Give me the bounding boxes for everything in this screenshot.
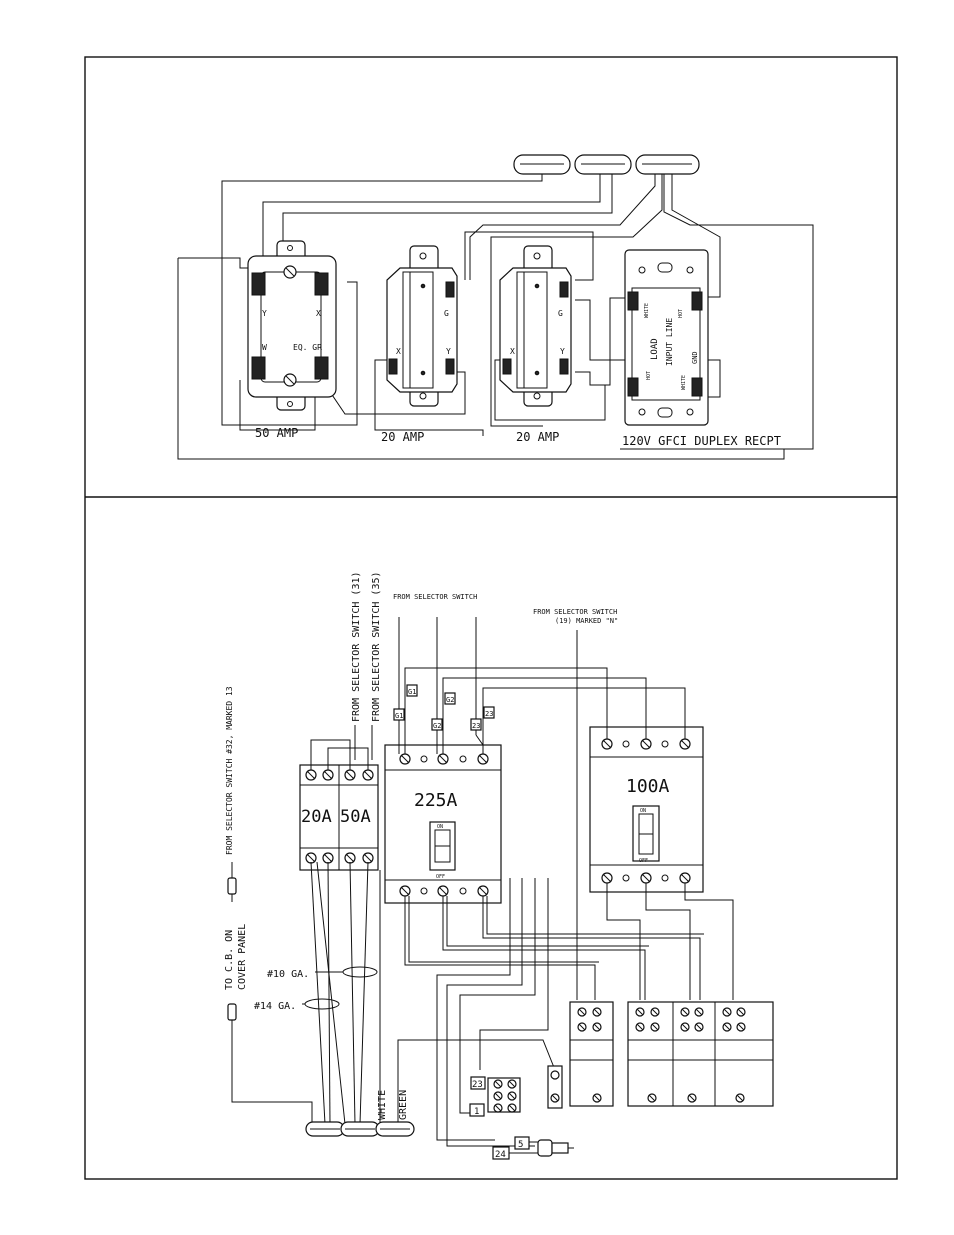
- terminal-block-1: [569, 1001, 614, 1107]
- label-gfci-white-top: WHITE: [644, 303, 650, 318]
- tag-24: 24: [495, 1150, 506, 1160]
- label-gfci-hot-bottom: HOT: [646, 371, 652, 380]
- plug-connector: [509, 1139, 574, 1157]
- label-gfci-load: LOAD: [650, 338, 660, 360]
- label-gfci-input-line: INPUT LINE: [665, 318, 674, 366]
- grommet-3: [635, 154, 700, 175]
- tag-1: 1: [474, 1107, 479, 1117]
- terminal-y: [251, 272, 266, 296]
- tag-23-a: 23: [472, 722, 480, 730]
- breaker-50a-label: 50A: [340, 807, 371, 827]
- label-from-selector-31: FROM SELECTOR SWITCH (31): [351, 571, 362, 722]
- tag-g2-a: G2: [433, 722, 441, 730]
- label-from-selector-19-line2: (19) MARKED "N": [555, 617, 618, 625]
- label-10-ga: #10 GA.: [267, 969, 309, 980]
- breaker-20a-50a: 20A 50A: [299, 725, 379, 871]
- breaker-100a-label: 100A: [626, 776, 670, 797]
- grommet-1: [513, 154, 571, 175]
- label-terminal-x: X: [316, 309, 321, 318]
- label-gfci-duplex: 120V GFCI DUPLEX RECPT: [622, 434, 781, 448]
- tag-23-c: 23: [472, 1080, 483, 1090]
- breaker-225a-label: 225A: [414, 790, 458, 811]
- terminal-eq-gr: [314, 356, 329, 380]
- top-wiring: [177, 174, 814, 460]
- receptacle-20-amp-a: G X Y: [386, 245, 458, 407]
- breaker-20a-label: 20A: [301, 807, 332, 827]
- bottom-wiring: [302, 617, 734, 1147]
- label-green: GREEN: [398, 1090, 409, 1120]
- ground-lug: [547, 1065, 563, 1109]
- label-20-amp-b: 20 AMP: [516, 430, 559, 444]
- terminal-x: [314, 272, 329, 296]
- label-terminal-g-b: G: [558, 309, 563, 318]
- tag-5: 5: [518, 1140, 523, 1150]
- label-gfci-hot-top: HOT: [678, 309, 684, 318]
- breaker-225a: 225A ON OFF: [384, 744, 502, 904]
- tag-g1-b: G1: [408, 688, 416, 696]
- terminal-block-2: [627, 1001, 774, 1107]
- label-to-cb-line2: COVER PANEL: [237, 924, 248, 990]
- grommet-bottom-1: [305, 1121, 345, 1137]
- label-50-amp: 50 AMP: [255, 426, 298, 440]
- label-from-selector-35: FROM SELECTOR SWITCH (35): [371, 571, 382, 722]
- receptacle-20-amp-b: G X Y: [499, 245, 572, 407]
- label-terminal-y-a: Y: [446, 347, 451, 356]
- label-14-ga: #14 GA.: [254, 1001, 296, 1012]
- label-terminal-g-a: G: [444, 309, 449, 318]
- label-terminal-y: Y: [262, 309, 267, 318]
- label-gfci-white-bottom: WHITE: [681, 375, 687, 390]
- tag-g1-a: G1: [395, 712, 403, 720]
- label-terminal-eq-gr: EQ. GR: [293, 343, 322, 352]
- grommet-bottom-2: [340, 1121, 380, 1137]
- tag-23-b: 23: [485, 710, 493, 718]
- breaker-225a-on: ON: [437, 824, 443, 830]
- label-white: WHITE: [377, 1090, 388, 1120]
- wire-bundle-10-ga: [342, 966, 378, 978]
- label-terminal-x-b: X: [510, 347, 515, 356]
- breaker-100a-on: ON: [640, 808, 646, 814]
- page-frame: [84, 56, 898, 1180]
- grommet-bottom-3: [375, 1121, 415, 1137]
- label-terminal-w: W: [262, 343, 267, 352]
- breaker-100a: 100A ON OFF: [589, 726, 704, 893]
- label-terminal-y-b: Y: [560, 347, 565, 356]
- breaker-100a-off: OFF: [639, 858, 648, 864]
- connector-selector-32: [227, 862, 237, 902]
- small-terminal-block: [487, 1077, 521, 1113]
- wire-bundle-14-ga: [304, 998, 340, 1010]
- label-gfci-gnd: GND: [691, 351, 699, 364]
- wire-tags: G1 G1 G2 G2 23 23 23 1 5 24: [393, 684, 530, 1160]
- receptacle-50-amp: Y X W EQ. GR: [247, 240, 337, 411]
- bottom-diagram: FROM SELECTOR SWITCH #32, MARKED 13 FROM…: [224, 571, 774, 1160]
- label-from-selector-32: FROM SELECTOR SWITCH #32, MARKED 13: [225, 686, 234, 855]
- label-to-cb-line1: TO C.B. ON: [224, 930, 235, 990]
- connector-cover-panel: [227, 1003, 313, 1124]
- top-diagram: Y X W EQ. GR G X Y: [177, 154, 814, 460]
- breaker-225a-off: OFF: [436, 874, 445, 880]
- receptacle-gfci: WHITE HOT LOAD INPUT LINE GND HOT WHITE: [624, 249, 709, 426]
- label-20-amp-a: 20 AMP: [381, 430, 424, 444]
- label-from-selector: FROM SELECTOR SWITCH: [393, 593, 477, 601]
- grommet-2: [574, 154, 632, 175]
- label-from-selector-19-line1: FROM SELECTOR SWITCH: [533, 608, 617, 616]
- terminal-w: [251, 356, 266, 380]
- label-terminal-x-a: X: [396, 347, 401, 356]
- tag-g2-b: G2: [446, 696, 454, 704]
